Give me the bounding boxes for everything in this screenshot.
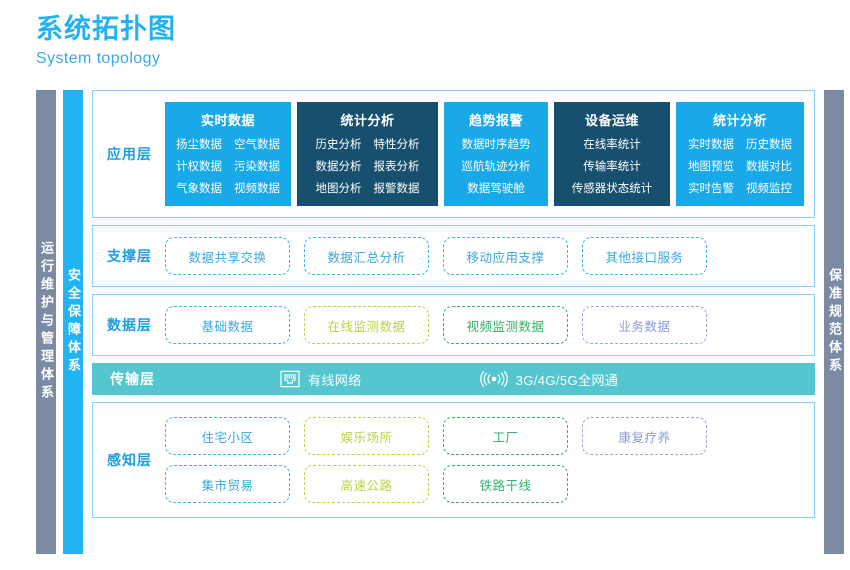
support-item-data-aggregation[interactable]: 数据汇总分析 bbox=[304, 237, 429, 275]
perception-item-market-trade[interactable]: 集市贸易 bbox=[165, 465, 290, 503]
data-item-online-monitoring[interactable]: 在线监测数据 bbox=[304, 306, 429, 344]
perception-item-factory[interactable]: 工厂 bbox=[443, 417, 568, 455]
app-card-statistical-analysis-2[interactable]: 统计分析 实时数据 历史数据 地图预览 数据对比 实时告警 视频监控 bbox=[676, 102, 804, 206]
app-card-trend-alarm[interactable]: 趋势报警 数据时序趋势 巡航轨迹分析 数据驾驶舱 bbox=[444, 102, 548, 206]
app-card-device-operations[interactable]: 设备运维 在线率统计 传输率统计 传感器状态统计 bbox=[554, 102, 670, 206]
app-item[interactable]: 巡航轨迹分析 bbox=[461, 161, 531, 173]
app-item[interactable]: 报表分析 bbox=[373, 161, 420, 173]
sidebar-operations-management: 运行维护与管理体系 bbox=[36, 90, 56, 554]
data-items: 基础数据 在线监测数据 视频监测数据 业务数据 bbox=[165, 306, 814, 344]
app-item[interactable]: 实时告警 bbox=[688, 183, 734, 195]
app-item[interactable]: 视频监控 bbox=[746, 183, 792, 195]
perception-item-residential[interactable]: 住宅小区 bbox=[165, 417, 290, 455]
perception-items: 住宅小区 娱乐场所 工厂 康复疗养 集市贸易 高速公路 铁路干线 bbox=[165, 417, 814, 503]
app-card-items: 扬尘数据 空气数据 计权数据 污染数据 气象数据 视频数据 bbox=[176, 134, 280, 200]
app-item[interactable]: 扬尘数据 bbox=[176, 139, 222, 151]
app-item[interactable]: 地图分析 bbox=[315, 183, 362, 195]
layer-transmission-label: 传输层 bbox=[110, 371, 155, 387]
support-item-mobile-app[interactable]: 移动应用支撑 bbox=[443, 237, 568, 275]
sidebar-standards-system: 保准规范体系 bbox=[824, 90, 844, 554]
ethernet-port-icon bbox=[280, 370, 300, 388]
wireless-signal-icon bbox=[479, 371, 508, 387]
app-item[interactable]: 在线率统计 bbox=[583, 139, 641, 151]
app-card-items: 历史分析 特性分析 数据分析 报表分析 地图分析 报警数据 bbox=[316, 134, 420, 200]
layer-stack: 应用层 实时数据 扬尘数据 空气数据 计权数据 污染数据 气象数据 视频数据 统… bbox=[92, 90, 815, 554]
layer-support-label: 支撑层 bbox=[107, 248, 152, 264]
transmission-items: 有线网络 3G/4G/5G全网通 bbox=[168, 370, 815, 389]
layer-data: 数据层 基础数据 在线监测数据 视频监测数据 业务数据 bbox=[92, 294, 815, 356]
data-item-basic-data[interactable]: 基础数据 bbox=[165, 306, 290, 344]
app-item[interactable]: 实时数据 bbox=[688, 139, 734, 151]
layer-perception-label: 感知层 bbox=[107, 452, 152, 468]
perception-item-highway[interactable]: 高速公路 bbox=[304, 465, 429, 503]
app-card-title: 统计分析 bbox=[340, 113, 395, 128]
app-item[interactable]: 特性分析 bbox=[373, 139, 420, 151]
app-item[interactable]: 数据对比 bbox=[746, 161, 792, 173]
page-title-block: 系统拓扑图 System topology bbox=[36, 12, 176, 70]
app-card-realtime-data[interactable]: 实时数据 扬尘数据 空气数据 计权数据 污染数据 气象数据 视频数据 bbox=[165, 102, 291, 206]
app-card-title: 设备运维 bbox=[584, 113, 639, 128]
sidebar-operations-label: 运行维护与管理体系 bbox=[39, 241, 54, 403]
app-item[interactable]: 数据分析 bbox=[315, 161, 362, 173]
sidebar-security-label: 安全保障体系 bbox=[66, 268, 81, 376]
app-item[interactable]: 传输率统计 bbox=[583, 161, 641, 173]
layer-application-label: 应用层 bbox=[107, 146, 152, 162]
app-item[interactable]: 传感器状态统计 bbox=[571, 183, 653, 195]
app-card-statistical-analysis-1[interactable]: 统计分析 历史分析 特性分析 数据分析 报表分析 地图分析 报警数据 bbox=[297, 102, 438, 206]
app-item[interactable]: 地图预览 bbox=[688, 161, 734, 173]
app-item[interactable]: 计权数据 bbox=[176, 161, 222, 173]
app-card-items: 数据时序趋势 巡航轨迹分析 数据驾驶舱 bbox=[462, 134, 531, 200]
transmission-item-wireless[interactable]: 3G/4G/5G全网通 bbox=[479, 370, 619, 389]
app-card-title: 趋势报警 bbox=[468, 113, 523, 128]
support-items: 数据共享交换 数据汇总分析 移动应用支撑 其他接口服务 bbox=[165, 237, 814, 275]
app-card-title: 统计分析 bbox=[712, 113, 767, 128]
support-item-data-sharing[interactable]: 数据共享交换 bbox=[165, 237, 290, 275]
support-item-other-api[interactable]: 其他接口服务 bbox=[582, 237, 707, 275]
transmission-item-label: 有线网络 bbox=[308, 372, 362, 388]
app-item[interactable]: 报警数据 bbox=[373, 183, 420, 195]
transmission-item-wired[interactable]: 有线网络 bbox=[280, 370, 362, 389]
app-item[interactable]: 数据驾驶舱 bbox=[467, 183, 525, 195]
perception-item-entertainment[interactable]: 娱乐场所 bbox=[304, 417, 429, 455]
layer-data-label: 数据层 bbox=[107, 317, 152, 333]
sidebar-security-system: 安全保障体系 bbox=[63, 90, 83, 554]
perception-row-1: 住宅小区 娱乐场所 工厂 康复疗养 bbox=[165, 417, 802, 455]
perception-item-railway[interactable]: 铁路干线 bbox=[443, 465, 568, 503]
app-item[interactable]: 空气数据 bbox=[234, 139, 280, 151]
topology-diagram: 运行维护与管理体系 安全保障体系 应用层 实时数据 扬尘数据 空气数据 计权数据… bbox=[36, 90, 844, 554]
page-title: 系统拓扑图 bbox=[36, 14, 176, 44]
app-card-title: 实时数据 bbox=[200, 113, 255, 128]
app-card-items: 实时数据 历史数据 地图预览 数据对比 实时告警 视频监控 bbox=[688, 134, 792, 200]
layer-perception: 感知层 住宅小区 娱乐场所 工厂 康复疗养 集市贸易 高速公路 铁路干线 bbox=[92, 402, 815, 518]
layer-transmission: 传输层 有线网络 bbox=[92, 363, 815, 395]
perception-row-2: 集市贸易 高速公路 铁路干线 bbox=[165, 465, 802, 503]
data-item-video-monitoring[interactable]: 视频监测数据 bbox=[443, 306, 568, 344]
layer-application: 应用层 实时数据 扬尘数据 空气数据 计权数据 污染数据 气象数据 视频数据 统… bbox=[92, 90, 815, 218]
app-item[interactable]: 污染数据 bbox=[234, 161, 280, 173]
transmission-item-label: 3G/4G/5G全网通 bbox=[515, 372, 619, 388]
layer-support: 支撑层 数据共享交换 数据汇总分析 移动应用支撑 其他接口服务 bbox=[92, 225, 815, 287]
page-subtitle: System topology bbox=[36, 50, 161, 67]
data-item-business-data[interactable]: 业务数据 bbox=[582, 306, 707, 344]
app-item[interactable]: 数据时序趋势 bbox=[461, 139, 531, 151]
app-item[interactable]: 气象数据 bbox=[176, 183, 222, 195]
perception-item-rehabilitation[interactable]: 康复疗养 bbox=[582, 417, 707, 455]
sidebar-standards-label: 保准规范体系 bbox=[827, 268, 842, 376]
app-card-items: 在线率统计 传输率统计 传感器状态统计 bbox=[572, 134, 653, 200]
app-item[interactable]: 历史数据 bbox=[746, 139, 792, 151]
application-cards: 实时数据 扬尘数据 空气数据 计权数据 污染数据 气象数据 视频数据 统计分析 … bbox=[165, 102, 814, 206]
app-item[interactable]: 视频数据 bbox=[234, 183, 280, 195]
app-item[interactable]: 历史分析 bbox=[315, 139, 362, 151]
